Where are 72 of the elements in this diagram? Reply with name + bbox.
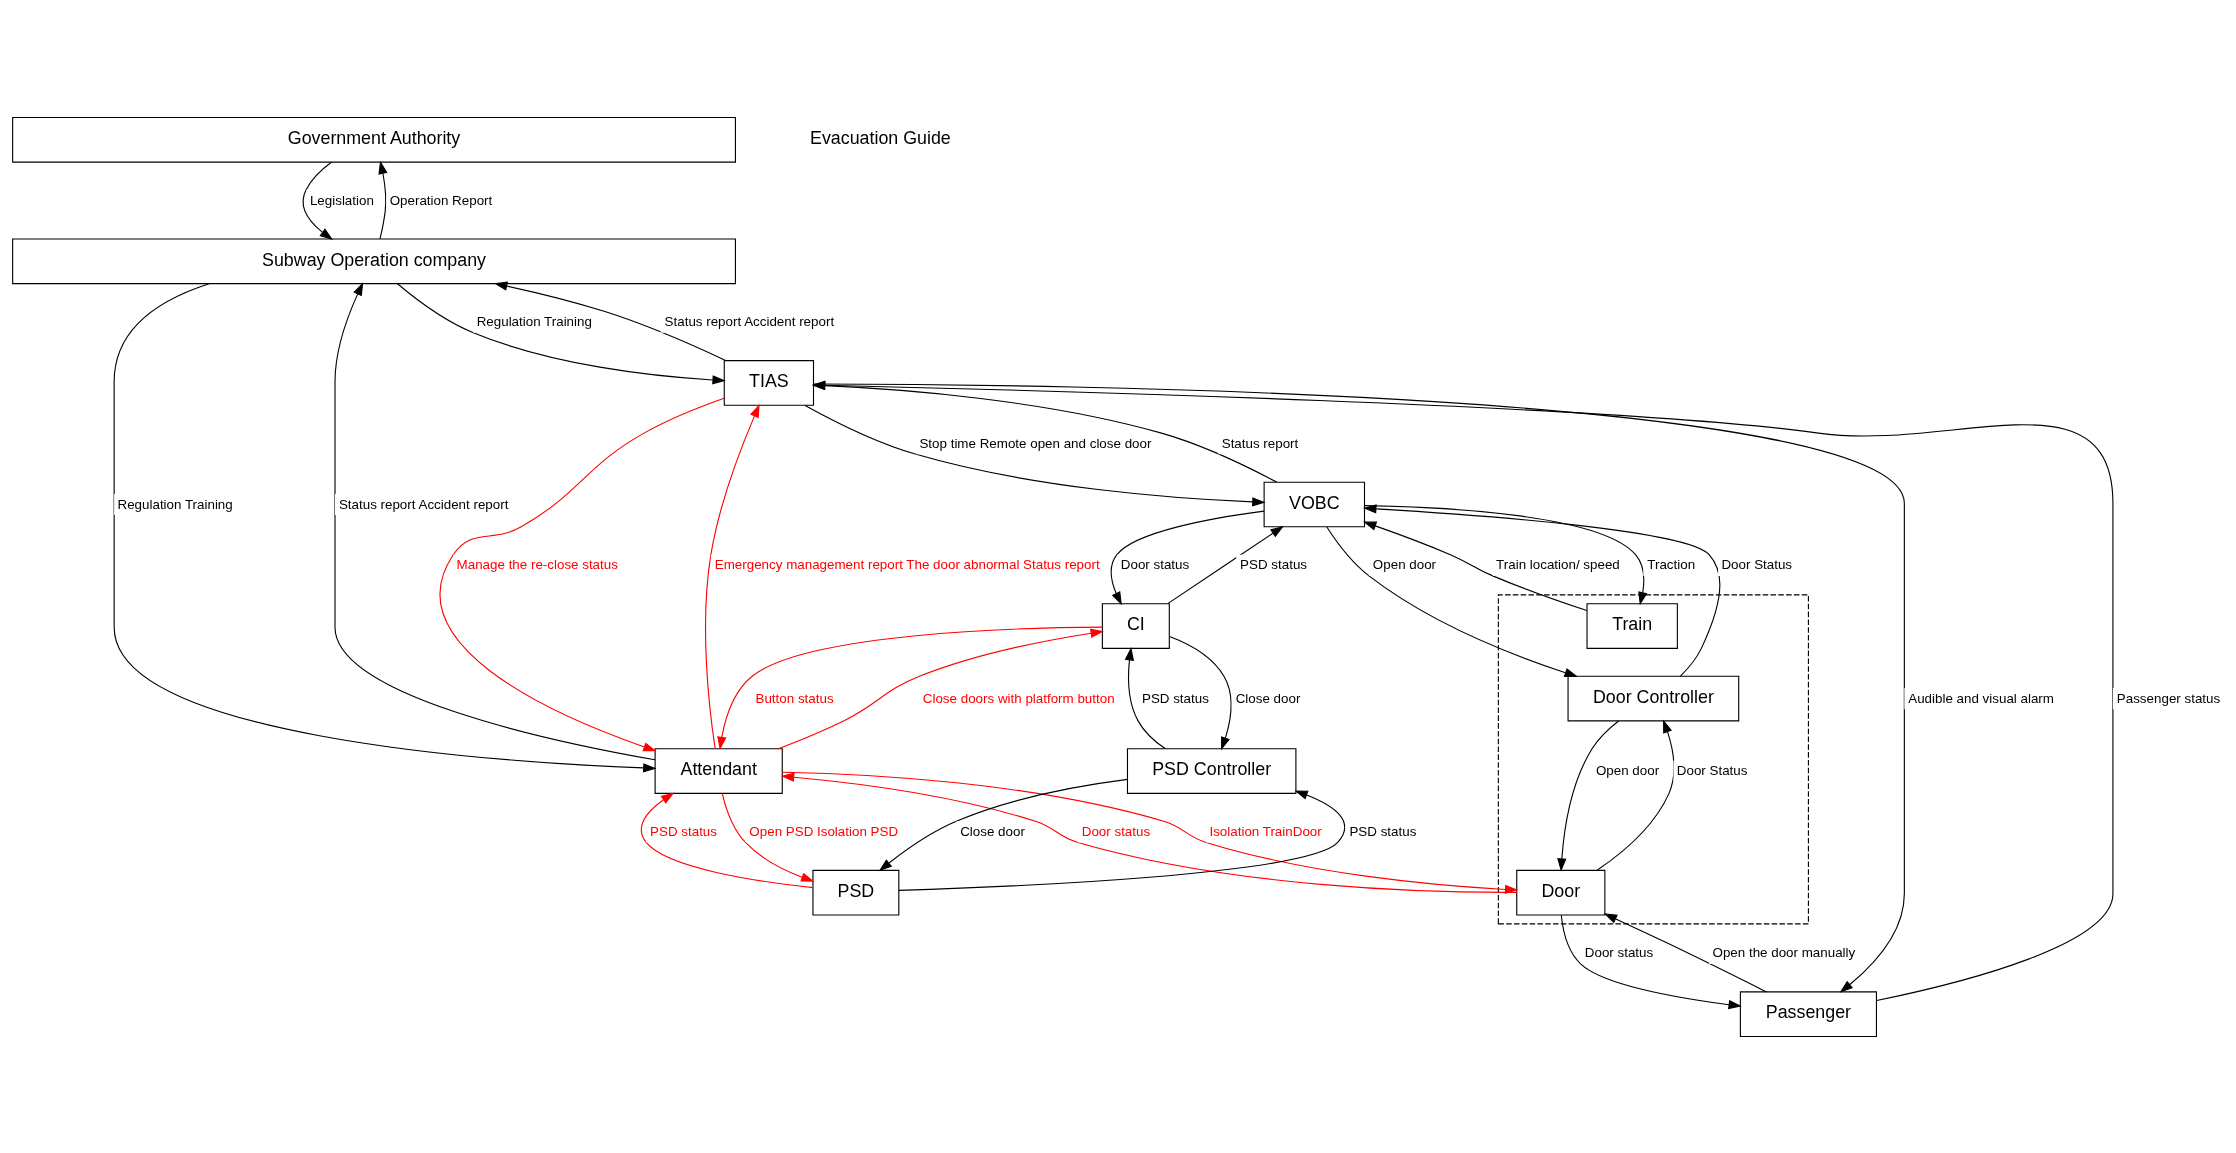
arrow — [813, 382, 1905, 993]
arrow — [396, 282, 726, 385]
arrow — [1560, 914, 1742, 1009]
edge-label: Status report — [1221, 435, 1299, 451]
arrow — [878, 778, 1128, 871]
arrow — [1364, 504, 1648, 605]
edge-label: Emergency management report The door abnormal Status report — [714, 556, 1100, 572]
arrow — [493, 281, 727, 361]
arrow — [777, 628, 1104, 749]
node-box: Attendant — [654, 747, 783, 794]
arrow — [811, 380, 1278, 483]
edge-label: Open the door manually — [1712, 944, 1856, 960]
arrow — [1603, 912, 1767, 992]
edge-label: Isolation TrainDoor — [1209, 823, 1322, 839]
node-box: Door — [1516, 869, 1606, 915]
edge-label: Regulation Training — [476, 313, 592, 329]
edge-label: PSD status — [650, 823, 717, 839]
edge-label: Audible and visual alarm — [1908, 690, 2054, 706]
edge-label: Button status — [755, 690, 834, 706]
arrow — [1167, 525, 1284, 604]
edge-label: Close doors with platform button — [922, 690, 1115, 706]
arrow — [704, 403, 760, 749]
arrow — [811, 380, 2114, 1001]
arrow — [1169, 635, 1232, 750]
edge-label: Stop time Remote open and close door — [919, 435, 1152, 451]
node-box: Passenger — [1739, 990, 1877, 1037]
edge-label: PSD status — [1141, 690, 1209, 706]
edge-label: Status report Accident report — [664, 313, 835, 329]
edge-label: Open door — [1595, 762, 1660, 778]
edge-label: Door Status — [1721, 556, 1793, 572]
arrow — [378, 160, 388, 239]
node-box: Subway Operation company — [12, 238, 736, 284]
node-box: TIAS — [723, 359, 815, 406]
node-box: VOBC — [1263, 481, 1366, 527]
arrow — [302, 161, 334, 240]
arrow — [1557, 719, 1620, 872]
node-box: Government Authority — [12, 116, 736, 163]
edge-label: Regulation Training — [117, 496, 233, 512]
edge-label: Door status — [1081, 823, 1151, 839]
arrow — [1124, 646, 1166, 749]
arrow — [439, 397, 725, 751]
node-box: PSD — [812, 869, 900, 915]
node-box: Train — [1586, 602, 1678, 649]
edge-label: PSD status — [1240, 556, 1308, 572]
edge-label: Passenger status — [2116, 690, 2221, 706]
node-box: CI — [1101, 602, 1170, 649]
arrow — [1326, 526, 1578, 677]
edge-label: Traction — [1647, 556, 1696, 572]
arrow — [721, 792, 815, 882]
edge-label: Close door — [960, 823, 1025, 839]
edge-label: Legislation — [309, 192, 374, 208]
arrow — [1363, 521, 1588, 611]
edge-label: Door status — [1584, 944, 1654, 960]
edge-label: Door status — [1120, 556, 1190, 572]
edge-label: Manage the re-close status — [456, 556, 618, 572]
edge-label: Door Status — [1676, 762, 1748, 778]
label: Evacuation Guide — [810, 127, 951, 148]
edge-label: Open PSD Isolation PSD — [749, 823, 899, 839]
edge-label: PSD status — [1349, 823, 1417, 839]
edge-label: Open door — [1372, 556, 1437, 572]
node-box: PSD Controller — [1126, 747, 1297, 794]
edge-label: Train location/ speed — [1496, 556, 1620, 572]
arrow — [1596, 718, 1675, 871]
edge-label: Close door — [1235, 690, 1301, 706]
node-box: Door Controller — [1567, 675, 1740, 721]
arrow — [640, 792, 814, 888]
arrow — [804, 404, 1266, 507]
arrow — [1110, 510, 1265, 605]
arrow — [898, 790, 1346, 891]
edge-label: Status report Accident report — [338, 496, 509, 512]
arrow — [717, 626, 1103, 750]
edge-label: Operation Report — [389, 192, 493, 208]
